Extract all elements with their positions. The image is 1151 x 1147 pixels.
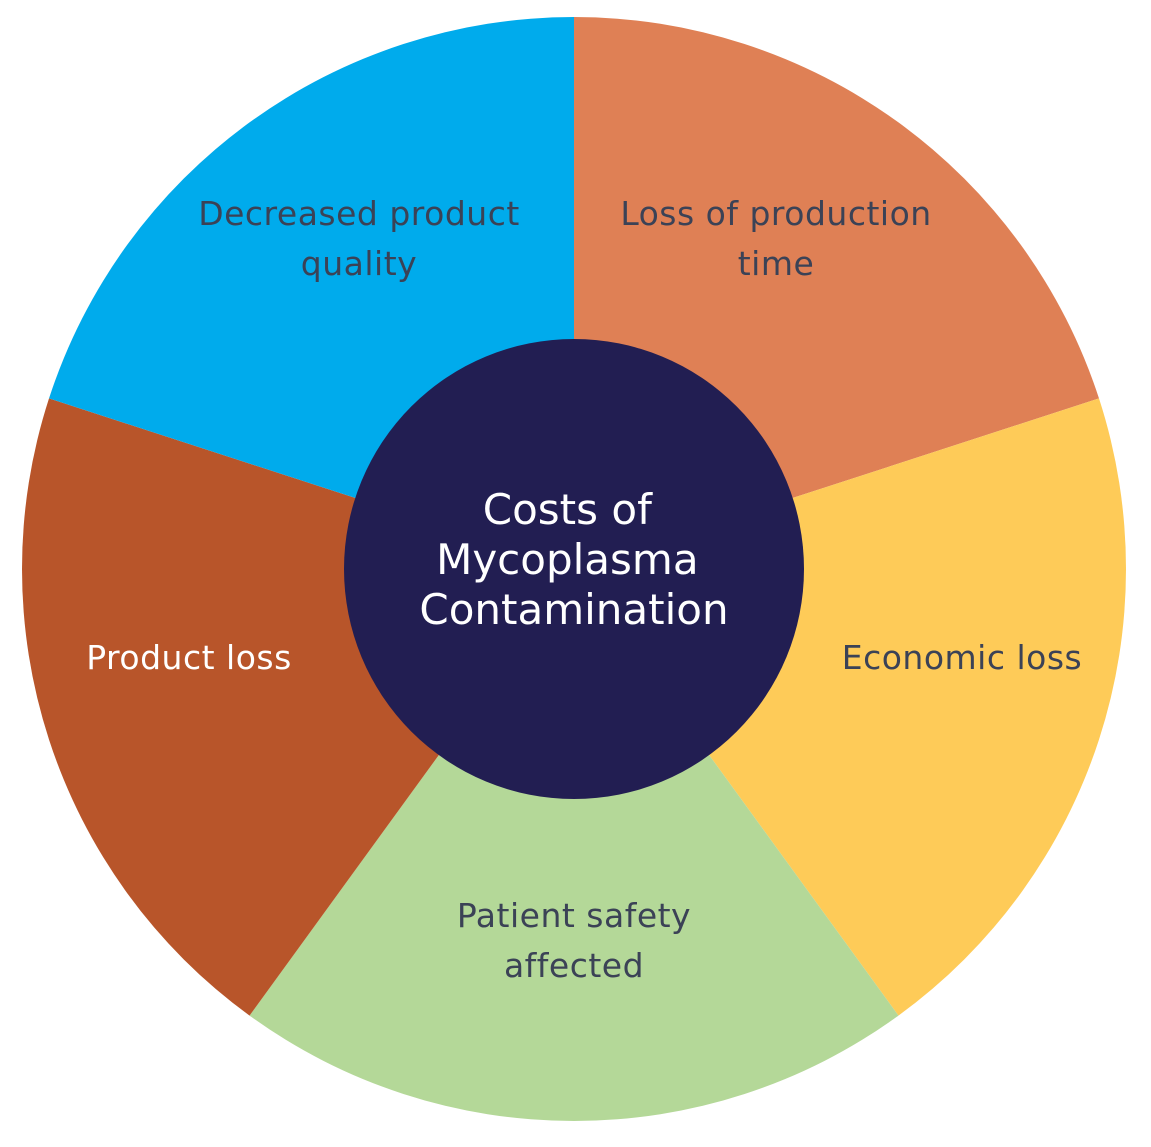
segment-label-line: Patient safety: [457, 896, 691, 935]
segment-label-line: affected: [504, 946, 644, 985]
center-circle: [344, 339, 804, 799]
segment-label-product-loss: Product loss: [86, 638, 292, 677]
center-title-line-2: Mycoplasma: [436, 535, 698, 584]
segment-label-economic-loss: Economic loss: [842, 638, 1082, 677]
segment-label-line: Loss of production: [620, 194, 931, 233]
segment-label-decreased-product-quality: Decreased product quality: [198, 194, 520, 283]
segment-label-patient-safety-affected: Patient safety affected: [457, 896, 691, 985]
center-title-line-3: Contamination: [419, 585, 728, 634]
center-title: Costs of Mycoplasma Contamination: [419, 485, 728, 634]
segment-label-line: Product loss: [86, 638, 292, 677]
segment-label-loss-of-production-time: Loss of production time: [620, 194, 931, 283]
center-title-line-1: Costs of: [483, 485, 653, 534]
segment-label-line: quality: [301, 244, 417, 283]
segment-label-line: Decreased product: [198, 194, 520, 233]
segment-patient-safety-affected: [249, 569, 899, 1122]
segment-label-line: time: [738, 244, 815, 283]
segment-label-line: Economic loss: [842, 638, 1082, 677]
